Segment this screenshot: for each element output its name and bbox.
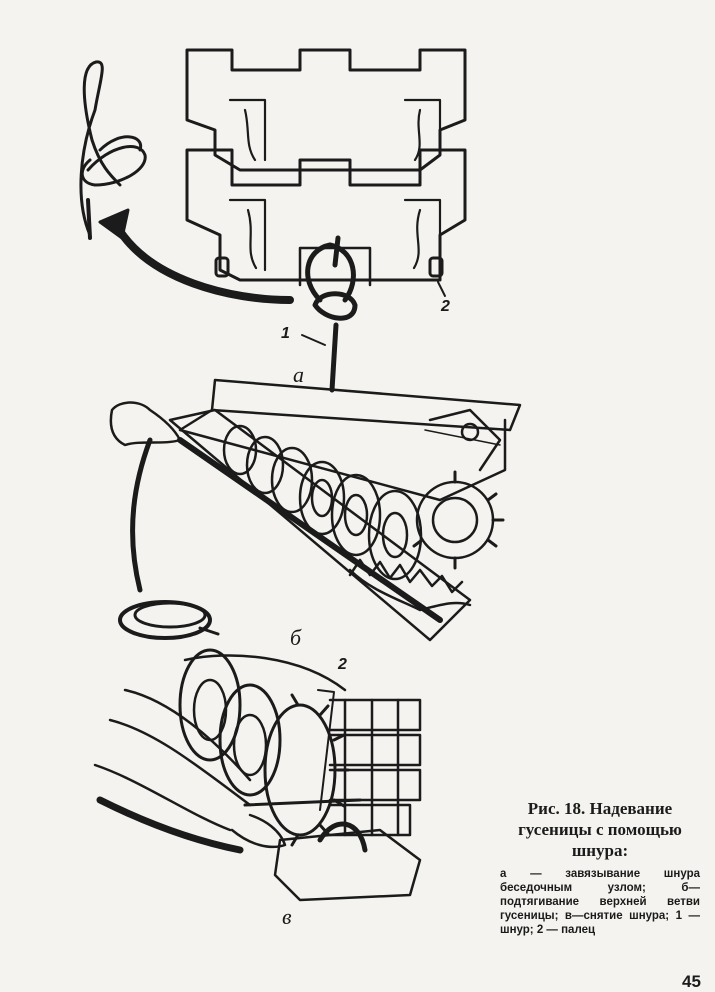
figure-caption: Рис. 18. Надевание гусеницы с помощью шн… bbox=[500, 798, 700, 937]
caption-text: а — завязывание шнура беседочным узлом; … bbox=[500, 868, 700, 936]
panel-c-label: в bbox=[282, 904, 292, 929]
panel-a-drawing bbox=[79, 48, 467, 393]
panel-c-drawing bbox=[93, 648, 422, 902]
callout-1-rope: 1 bbox=[281, 325, 290, 342]
panel-a-label: а bbox=[293, 362, 304, 387]
panel-b-drawing bbox=[109, 378, 522, 642]
panel-b-label: б bbox=[290, 625, 302, 650]
callout-2-pin-panel-c: 2 bbox=[338, 656, 347, 673]
caption-title: Рис. 18. Надевание гусеницы с помощью шн… bbox=[518, 799, 682, 860]
callout-2-pin: 2 bbox=[441, 298, 450, 315]
page-number: 45 bbox=[682, 972, 701, 991]
